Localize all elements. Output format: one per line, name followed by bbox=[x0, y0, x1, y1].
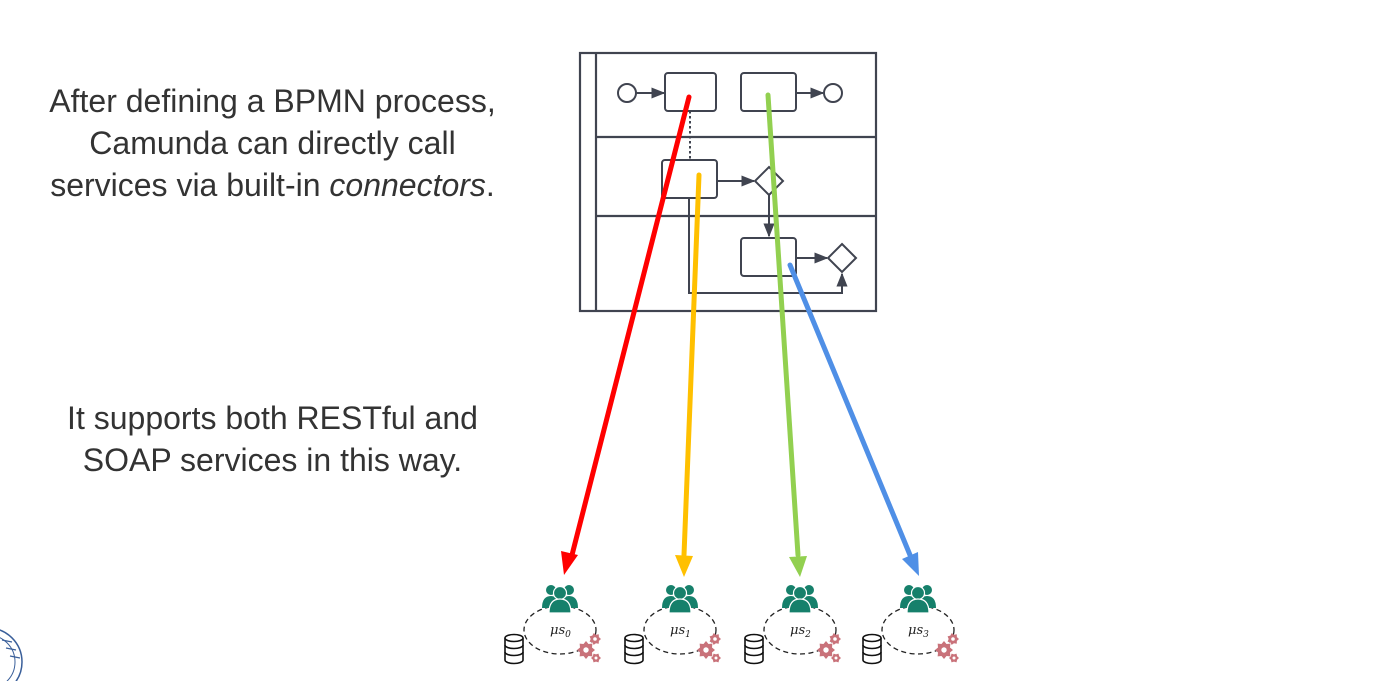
support-paragraph: It supports both RESTful and SOAP servic… bbox=[67, 400, 478, 478]
team-icon bbox=[900, 585, 936, 614]
university-seal-icon bbox=[0, 629, 23, 681]
end-event bbox=[823, 83, 843, 103]
gears-icon bbox=[697, 633, 721, 663]
arrow-blue bbox=[787, 262, 913, 558]
intro-period: . bbox=[485, 167, 495, 203]
gear bbox=[817, 641, 835, 659]
task-1 bbox=[664, 72, 717, 112]
service-label: μs0 bbox=[550, 623, 571, 640]
arrow-yellow bbox=[681, 172, 702, 558]
gear bbox=[697, 641, 715, 659]
gear bbox=[589, 633, 601, 645]
bpmn-elements bbox=[617, 72, 858, 294]
gear bbox=[935, 641, 953, 659]
gear bbox=[829, 633, 841, 645]
team-icon bbox=[542, 585, 578, 614]
database-icon bbox=[862, 633, 882, 665]
service-label: μs1 bbox=[670, 623, 691, 640]
team-icon bbox=[662, 585, 698, 614]
gear bbox=[831, 653, 841, 663]
arrow-red bbox=[569, 94, 692, 558]
gear bbox=[591, 653, 601, 663]
gateway-2 bbox=[826, 242, 858, 274]
gear bbox=[577, 641, 595, 659]
start-event bbox=[617, 83, 637, 103]
service-label: μs2 bbox=[790, 623, 811, 640]
database-icon bbox=[504, 633, 524, 665]
connector-arrows bbox=[561, 92, 919, 577]
gear bbox=[711, 653, 721, 663]
arrow-green bbox=[765, 92, 801, 558]
microservice-3: μs3 bbox=[862, 585, 959, 665]
intro-paragraph: After defining a BPMN process, Camunda c… bbox=[40, 80, 505, 206]
gears-icon bbox=[935, 633, 959, 663]
team-icon bbox=[782, 585, 818, 614]
gears-icon bbox=[817, 633, 841, 663]
intro-text: After defining a BPMN process, Camunda c… bbox=[49, 83, 496, 203]
microservice-2: μs2 bbox=[744, 585, 841, 665]
connectors-term: connectors bbox=[329, 167, 486, 203]
gear bbox=[709, 633, 721, 645]
microservice-1: μs1 bbox=[624, 585, 721, 665]
database-icon bbox=[744, 633, 764, 665]
gear bbox=[947, 633, 959, 645]
service-label: μs3 bbox=[908, 623, 929, 640]
task-4 bbox=[740, 237, 797, 277]
gears-icon bbox=[577, 633, 601, 663]
microservice-0: μs0 bbox=[504, 585, 601, 665]
database-icon bbox=[624, 633, 644, 665]
gear bbox=[949, 653, 959, 663]
